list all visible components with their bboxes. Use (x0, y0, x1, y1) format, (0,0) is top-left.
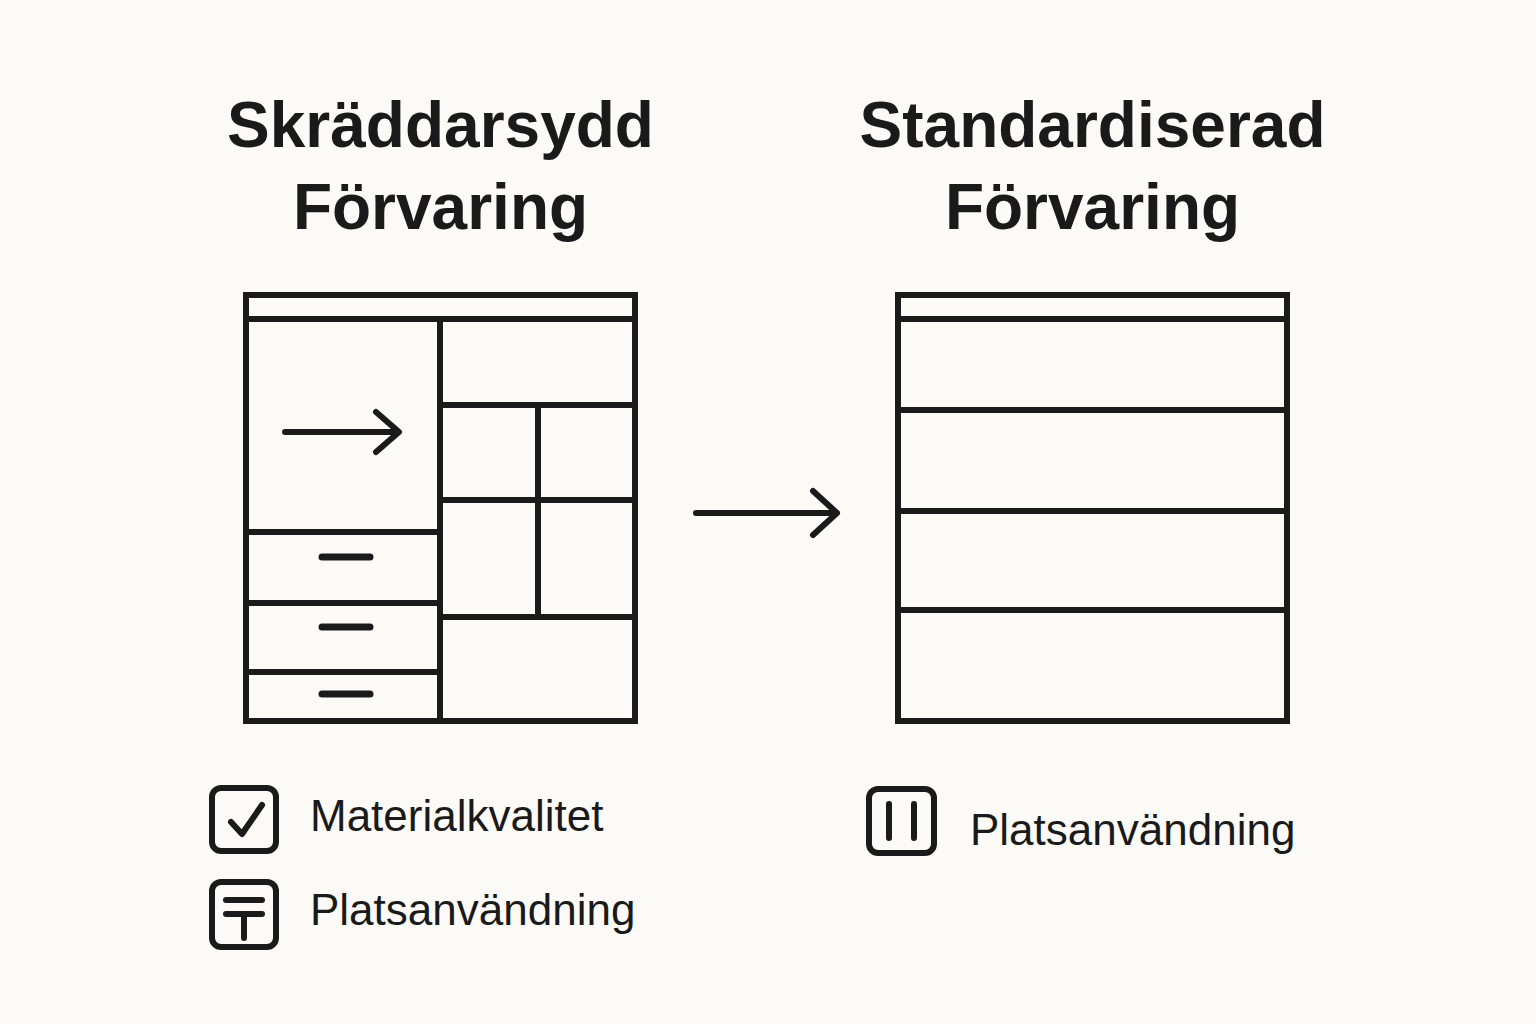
drawer-handle (322, 554, 370, 561)
flow-arrow (696, 491, 837, 535)
shelf-line (898, 316, 1287, 322)
cabinet-drawing (895, 292, 1290, 724)
space-icon-lines (889, 804, 914, 838)
cabinet-node: Skräddarsydd Förvaring (243, 292, 638, 724)
shelf-line (246, 529, 440, 535)
shelf-line (898, 407, 1287, 413)
cabinet-outline (898, 295, 1287, 721)
space-icon (869, 789, 934, 853)
cabinet-outline (246, 295, 635, 721)
shelf-line (246, 600, 440, 606)
cabinet-node: Standardiserad Förvaring (895, 292, 1290, 724)
check-mark (231, 805, 262, 834)
shelf-icon-lines (226, 900, 262, 938)
rail-arrow (285, 412, 399, 452)
cabinet-heading: Skräddarsydd Förvaring (81, 84, 801, 248)
shelf-line (437, 319, 443, 721)
shelf-line (898, 508, 1287, 514)
drawer-handle (322, 691, 370, 698)
drawer-handle (322, 624, 370, 631)
cabinet-drawing (243, 292, 638, 724)
feature-label: Materialkvalitet (310, 790, 603, 842)
shelf-line (246, 669, 440, 675)
shelf-icon (212, 882, 276, 947)
feature-label: Platsanvändning (310, 884, 635, 936)
shelf-line (898, 607, 1287, 613)
feature-label: Platsanvändning (970, 804, 1295, 856)
shelf-line (535, 405, 541, 617)
cabinet-heading: Standardiserad Förvaring (733, 84, 1453, 248)
check-icon (212, 788, 276, 851)
